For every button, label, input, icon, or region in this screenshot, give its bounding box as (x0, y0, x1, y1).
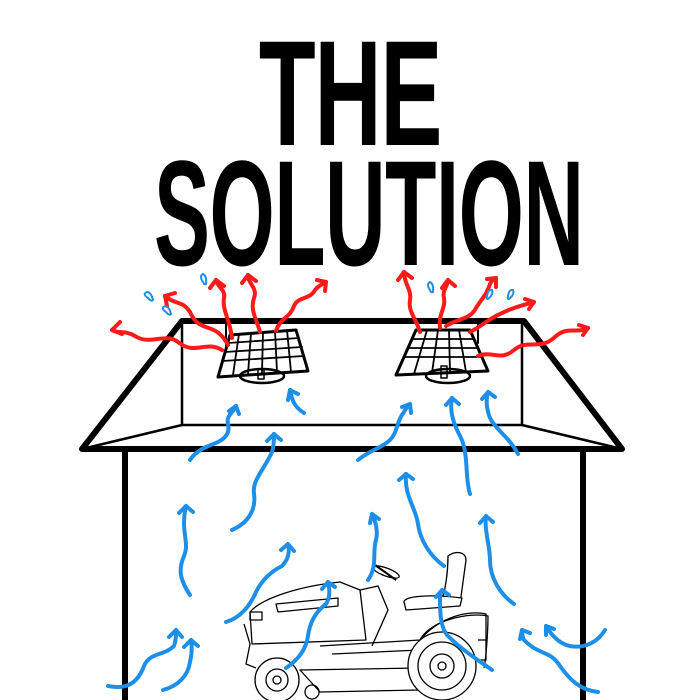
title-line-solution: SOLUTION (154, 129, 584, 297)
title-line-the: THE (258, 9, 443, 177)
hot-air-arrows (110, 270, 590, 358)
garage-walls (122, 446, 586, 700)
solar-fan-left-icon (216, 320, 310, 385)
cool-air-arrows (106, 388, 607, 694)
riding-lawn-mower-icon (243, 551, 489, 700)
roof (79, 318, 625, 452)
solar-fan-right-icon (394, 320, 490, 385)
moisture-droplets-icon (143, 272, 515, 316)
